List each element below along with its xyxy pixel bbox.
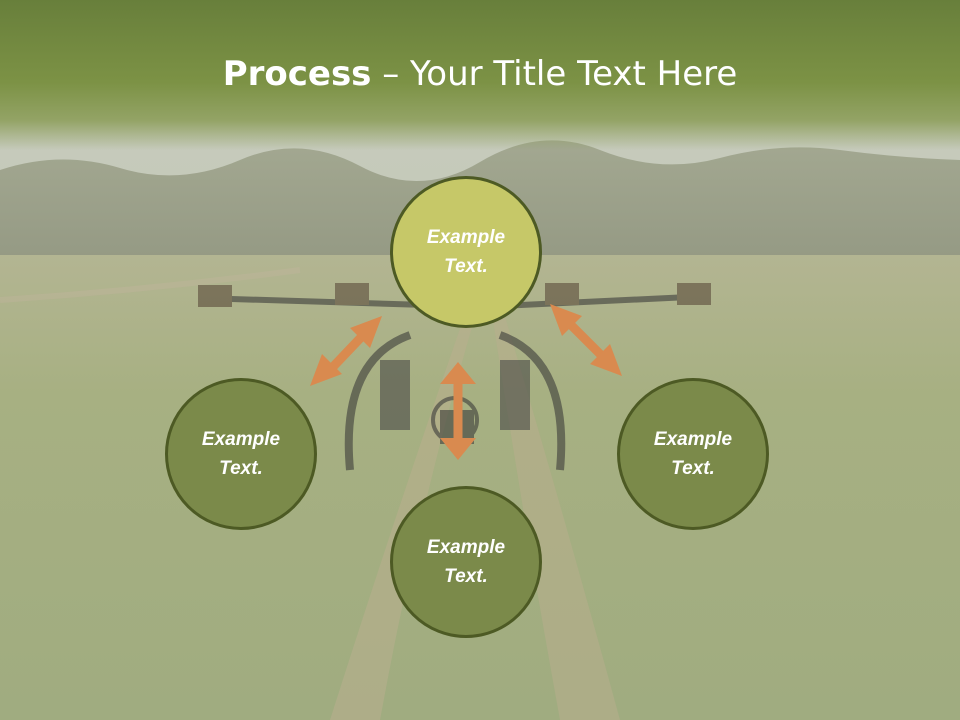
node-top-line2: Text. [444, 256, 488, 277]
node-right-line1: Example [653, 429, 733, 450]
node-left-line2: Text. [219, 458, 263, 479]
process-node-right: Example Text. [617, 378, 769, 530]
process-node-bottom: Example Text. [390, 486, 542, 638]
node-left-line1: Example [201, 429, 281, 450]
title-rest: – Your Title Text Here [371, 54, 738, 94]
title-bold: Process [222, 54, 372, 94]
node-bottom-line2: Text. [444, 566, 488, 587]
node-right-line2: Text. [671, 458, 715, 479]
slide-title: Process – Your Title Text Here [0, 52, 960, 96]
process-node-top: Example Text. [390, 176, 542, 328]
process-node-left: Example Text. [165, 378, 317, 530]
node-top-line1: Example [426, 227, 506, 248]
title-band [0, 0, 960, 150]
node-bottom-line1: Example [426, 537, 506, 558]
